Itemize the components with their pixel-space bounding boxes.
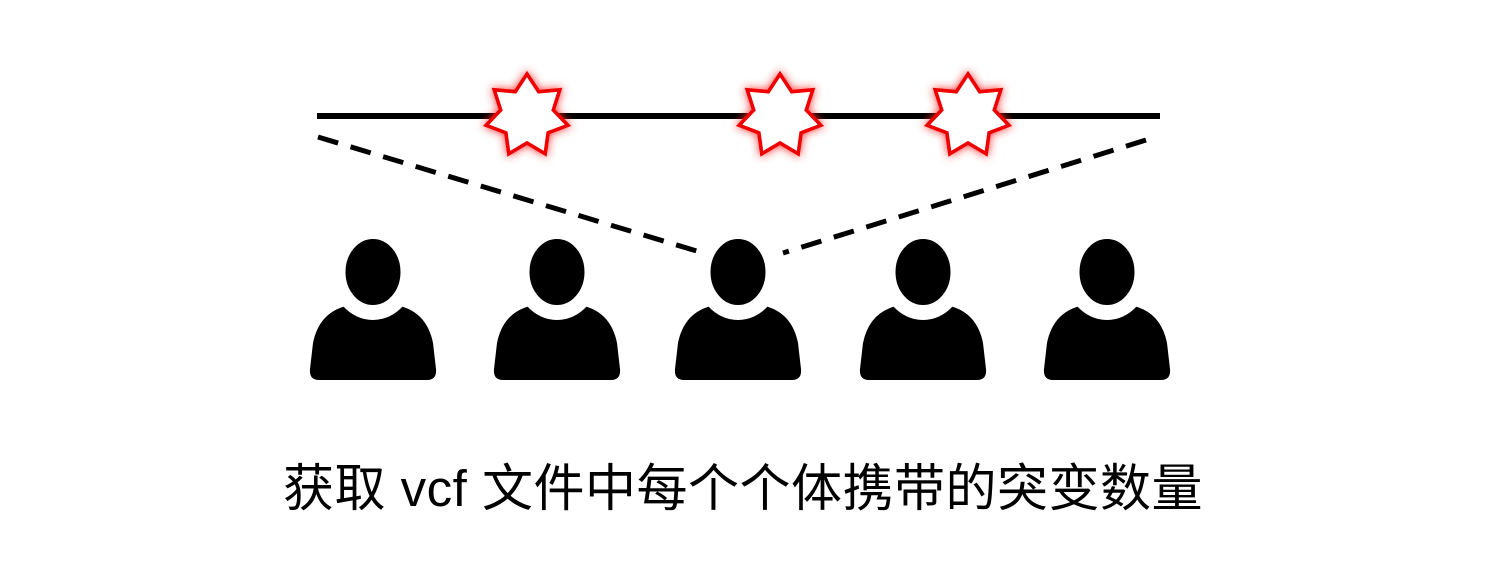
caption-text: 获取 vcf 文件中每个个体携带的突变数量 bbox=[282, 460, 1203, 517]
mutation-star-icon-2 bbox=[737, 72, 823, 156]
mutation-star-icon-3 bbox=[925, 72, 1011, 156]
individual-icon-3 bbox=[675, 232, 801, 381]
mutation-star-icon-1 bbox=[484, 72, 570, 156]
individual-icon-5 bbox=[1044, 232, 1170, 381]
projection-dash-right bbox=[782, 137, 1147, 256]
individual-icon-2 bbox=[494, 232, 620, 381]
individual-icon-1 bbox=[310, 232, 436, 381]
individual-icon-4 bbox=[860, 232, 986, 381]
